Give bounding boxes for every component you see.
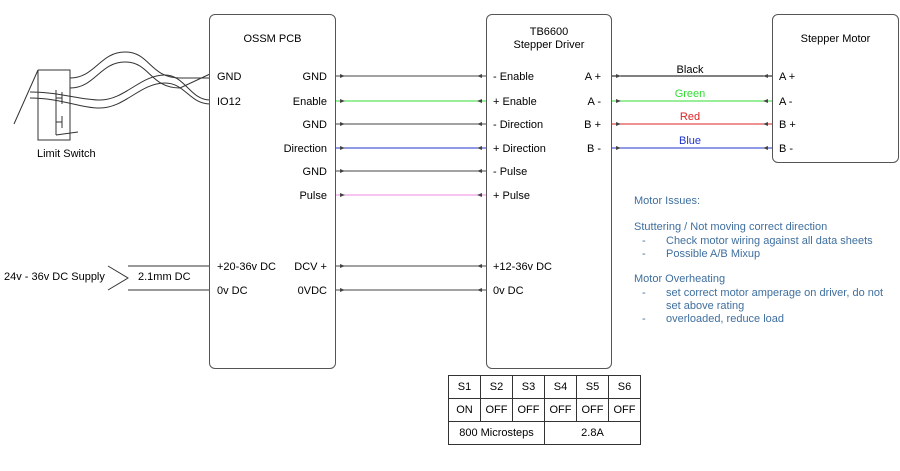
motor-pin-a-plus: A +: [779, 71, 796, 83]
notes-group2-item-1: set correct motor amperage on driver, do…: [666, 287, 884, 299]
driver-pin-b-minus: B -: [586, 143, 601, 155]
ossm-pin-dcv-plus: DCV +: [294, 261, 327, 273]
dip-switch-state: OFF: [544, 398, 577, 422]
ossm-pcb-box: OSSM PCB GND IO12 +20-36v DC 0v DC GND E…: [209, 14, 336, 369]
driver-pin-pulse-minus: - Pulse: [493, 166, 528, 178]
driver-pin-0v-in: 0v DC: [493, 285, 524, 297]
ossm-pin-gnd-1: GND: [302, 71, 327, 83]
wire-label-green: Green: [674, 88, 706, 100]
dip-switch-state: OFF: [576, 398, 609, 422]
driver-pin-direction-minus: - Direction: [493, 119, 544, 131]
stepper-motor-box: Stepper Motor A + A - B + B -: [772, 14, 899, 163]
notes-group2-item-2: set above rating: [666, 300, 745, 312]
notes-group1-title: Stuttering / Not moving correct directio…: [634, 221, 828, 233]
driver-pin-a-plus: A +: [584, 71, 601, 83]
wire-label-red: Red: [679, 111, 701, 123]
driver-pin-a-minus: A -: [587, 96, 601, 108]
driver-pin-b-plus: B +: [584, 119, 601, 131]
ossm-pin-io12: IO12: [217, 96, 241, 108]
ossm-pin-0vdc: 0VDC: [297, 285, 327, 297]
dip-switch-header: S3: [512, 375, 545, 399]
notes-group1-item-1: Check motor wiring against all data shee…: [666, 235, 873, 247]
notes-title: Motor Issues:: [634, 195, 701, 207]
limit-switch-symbol: [13, 69, 79, 141]
driver-title-desc: Stepper Driver: [513, 39, 585, 51]
supply-connector-symbol: [107, 265, 210, 291]
ossm-pin-gnd-3: GND: [302, 166, 327, 178]
driver-title-model: TB6600: [529, 26, 569, 38]
motor-pin-b-plus: B +: [779, 119, 796, 131]
notes-group2-item-3: overloaded, reduce load: [666, 313, 785, 325]
driver-pin-power-in: +12-36v DC: [493, 261, 553, 273]
dip-switch-state-row: ON OFF OFF OFF OFF OFF: [448, 398, 641, 422]
ossm-pin-power-in: +20-36v DC: [217, 261, 277, 273]
tb6600-driver-box: TB6600 Stepper Driver - Enable + Enable …: [486, 14, 612, 369]
notes-bullet: -: [642, 313, 646, 325]
dip-switch-header: S2: [480, 375, 513, 399]
wire-label-black: Black: [676, 64, 704, 76]
dip-switch-header: S1: [448, 375, 481, 399]
notes-bullet: -: [642, 248, 646, 260]
ossm-pin-enable: Enable: [292, 96, 327, 108]
dip-switch-state: OFF: [512, 398, 545, 422]
motor-title: Stepper Motor: [800, 33, 871, 45]
dip-switch-setting-row: 800 Microsteps 2.8A: [448, 421, 641, 445]
motor-pin-a-minus: A -: [779, 96, 793, 108]
ossm-pin-0v-in: 0v DC: [217, 285, 248, 297]
dip-switch-header: S4: [544, 375, 577, 399]
dip-switch-header: S6: [608, 375, 641, 399]
ossm-pin-gnd-left: GND: [217, 71, 242, 83]
driver-pin-pulse-plus: + Pulse: [493, 190, 530, 202]
motor-pin-b-minus: B -: [779, 143, 794, 155]
limit-switch-cable: [29, 51, 211, 109]
notes-group1-item-2: Possible A/B Mixup: [666, 248, 761, 260]
driver-pin-direction-plus: + Direction: [493, 143, 546, 155]
dip-switch-state: ON: [448, 398, 481, 422]
notes-group2-title: Motor Overheating: [634, 273, 726, 285]
ossm-pin-pulse: Pulse: [299, 190, 327, 202]
supply-label: 24v - 36v DC Supply: [4, 271, 105, 283]
dip-switch-header: S5: [576, 375, 609, 399]
dip-switch-microsteps: 800 Microsteps: [448, 421, 545, 445]
dip-switch-state: OFF: [608, 398, 641, 422]
notes-bullet: -: [642, 287, 646, 299]
dip-switch-current: 2.8A: [544, 421, 641, 445]
limit-switch-label: Limit Switch: [37, 148, 96, 160]
ossm-title: OSSM PCB: [243, 33, 302, 45]
supply-connector-label: 2.1mm DC: [138, 271, 191, 283]
ossm-pin-gnd-2: GND: [302, 119, 327, 131]
dip-switch-table: S1 S2 S3 S4 S5 S6 ON OFF OFF OFF OFF OFF…: [448, 375, 641, 445]
notes-bullet: -: [642, 235, 646, 247]
wire-label-blue: Blue: [678, 135, 702, 147]
ossm-pin-direction: Direction: [283, 143, 327, 155]
driver-pin-enable-minus: - Enable: [493, 71, 534, 83]
dip-switch-header-row: S1 S2 S3 S4 S5 S6: [448, 375, 641, 399]
driver-pin-enable-plus: + Enable: [493, 96, 537, 108]
dip-switch-state: OFF: [480, 398, 513, 422]
